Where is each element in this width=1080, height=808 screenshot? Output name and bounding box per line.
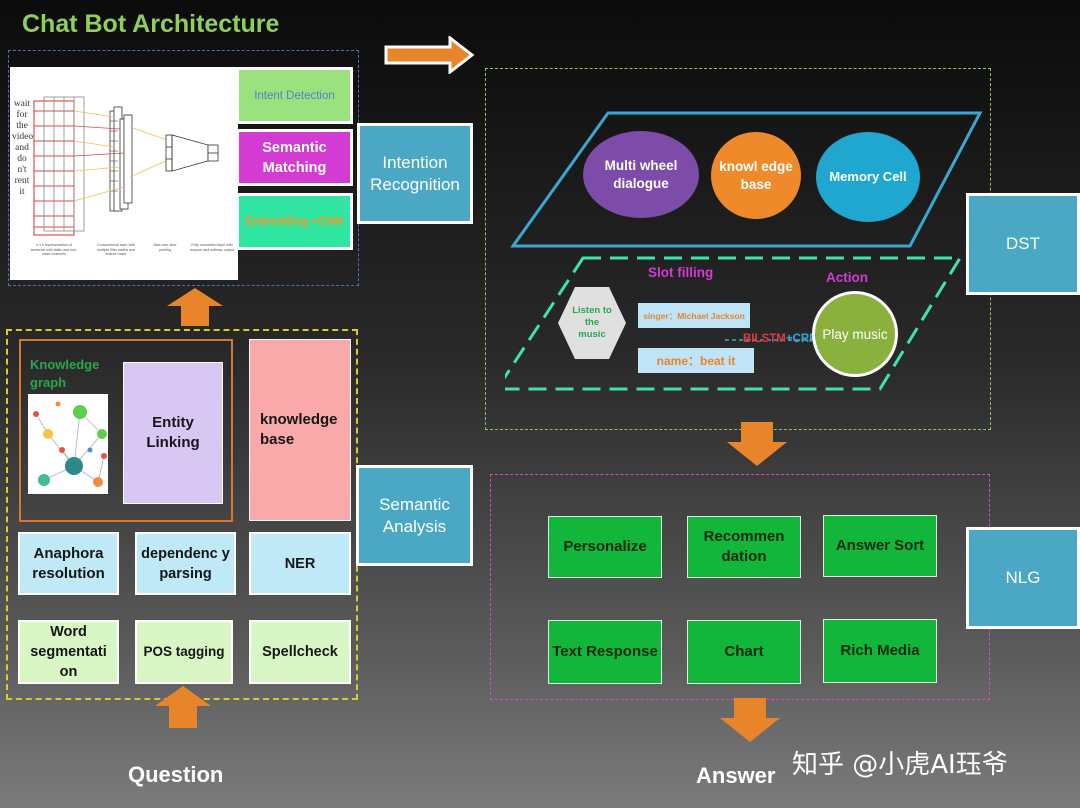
rich-media-box: Rich Media xyxy=(823,619,937,683)
anaphora-resolution-box: Anaphora resolution xyxy=(18,532,119,595)
figure-caption: Convolutional layer with multiple filter… xyxy=(96,243,136,256)
semantic-analysis-label: Semantic Analysis xyxy=(356,465,473,566)
figure-caption: Fully connected layer with dropout and s… xyxy=(190,243,234,252)
word: video xyxy=(12,132,34,142)
nlg-label: NLG xyxy=(966,527,1080,629)
dst-label: DST xyxy=(966,193,1080,295)
question-label: Question xyxy=(128,762,224,787)
singer-slot: singer：Michael Jackson xyxy=(638,303,750,328)
arrow-down-icon xyxy=(720,698,780,742)
answer-sort-box: Answer Sort xyxy=(823,515,937,577)
cnn-figure: wait for the video and do n't rent it n … xyxy=(10,67,238,280)
embedding-cnn-box: Embedding +CNN xyxy=(236,193,353,250)
pos-tagging-box: POS tagging xyxy=(135,620,233,684)
arrow-down-icon xyxy=(727,422,787,466)
knowledge-graph-image xyxy=(28,394,108,494)
word: and xyxy=(15,143,29,153)
multi-wheel-dialogue-circle: Multi wheel dialogue xyxy=(583,131,699,218)
dependency-parsing-box: dependenc y parsing xyxy=(135,532,236,595)
knowledge-graph-title: Knowledge graph xyxy=(30,357,100,390)
memory-cell-circle: Memory Cell xyxy=(816,132,920,222)
knowledge-base-circle: knowl edge base xyxy=(711,132,801,219)
knowledge-base-box: knowledge base xyxy=(249,339,351,521)
semantic-matching-box: Semantic Matching xyxy=(236,129,353,186)
ner-box: NER xyxy=(249,532,351,595)
intention-recognition-label: Intention Recognition xyxy=(357,123,473,224)
slot-filling-title: Slot filling xyxy=(648,265,714,280)
bilstm-crf-label: BILSTM+CRF xyxy=(743,333,816,345)
word: it xyxy=(19,187,25,197)
word: do xyxy=(17,154,27,164)
arrow-up-icon xyxy=(167,288,223,326)
arrow-right-icon xyxy=(384,36,475,74)
word: wait xyxy=(13,99,31,109)
play-music-circle: Play music xyxy=(812,291,898,377)
action-title: Action xyxy=(826,270,868,285)
figure-caption: n x k representation of sentence with st… xyxy=(30,243,78,256)
name-slot: name：beat it xyxy=(638,348,754,373)
intent-detection-box: Intent Detection xyxy=(236,67,353,124)
spellcheck-box: Spellcheck xyxy=(249,620,351,684)
page-title: Chat Bot Architecture xyxy=(22,10,280,38)
word: n't xyxy=(17,165,27,175)
bilstm-text: BILSTM xyxy=(743,333,786,345)
text-response-box: Text Response xyxy=(548,620,662,684)
knowledge-graph-group xyxy=(19,339,233,522)
personalize-box: Personalize xyxy=(548,516,662,578)
dst-planes xyxy=(505,111,983,391)
word: rent xyxy=(14,176,30,186)
word: the xyxy=(16,121,28,131)
recommendation-box: Recommen dation xyxy=(687,516,801,578)
watermark: 知乎 @小虎AI珏爷 xyxy=(792,750,1008,780)
figure-caption: Max-over-time pooling xyxy=(153,243,177,252)
word: for xyxy=(16,110,28,120)
entity-linking-box: Entity Linking xyxy=(123,362,223,504)
word-segmentation-box: Word segmentati on xyxy=(18,620,119,684)
crf-text: +CRF xyxy=(785,333,817,345)
chart-box: Chart xyxy=(687,620,801,684)
sentence-words: wait for the video and do n't rent it xyxy=(12,99,34,198)
answer-label: Answer xyxy=(696,763,776,788)
arrow-up-icon xyxy=(155,686,211,728)
